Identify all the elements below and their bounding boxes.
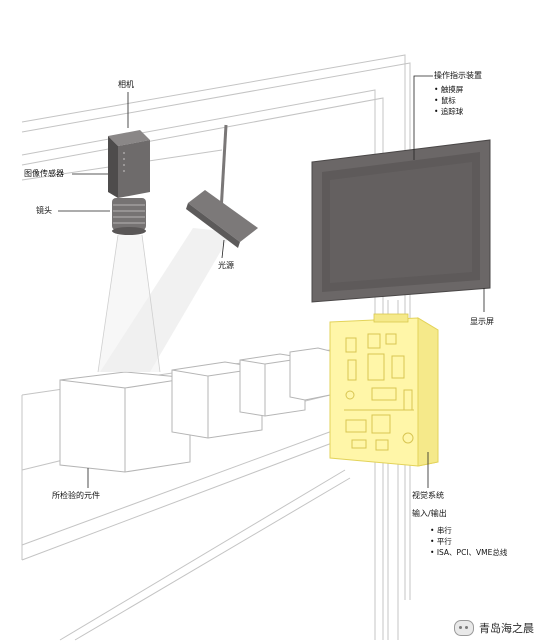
wechat-icon	[454, 620, 474, 636]
operator-items-list: 触摸屏 鼠标 追踪球	[434, 84, 464, 117]
operator-item: 鼠标	[434, 95, 463, 106]
vision-system-label: 视觉系统	[412, 491, 444, 500]
operator-item: 追踪球	[434, 106, 464, 117]
io-label: 输入/输出	[412, 509, 447, 518]
operator-item: 触摸屏	[434, 84, 464, 95]
io-item: 平行	[430, 536, 507, 547]
lens-label: 镜头	[36, 206, 52, 215]
camera-view-cone	[98, 235, 160, 372]
watermark-text: 青岛海之晨	[479, 622, 534, 635]
camera-label: 相机	[118, 80, 134, 89]
image-sensor-label: 图像传感器	[24, 169, 64, 178]
light-source	[186, 124, 258, 248]
inspected-parts	[59, 347, 331, 473]
watermark: 青岛海之晨	[454, 620, 534, 636]
vision-system-box	[329, 313, 439, 467]
lens	[112, 198, 146, 230]
inspected-part-label: 所检验的元件	[52, 491, 100, 500]
io-item: ISA、PCI、VME总线	[430, 547, 508, 558]
light-source-label: 光源	[218, 261, 234, 270]
operator-interface-label: 操作指示装置	[434, 71, 482, 80]
display-monitor	[311, 139, 491, 303]
io-item: 串行	[430, 525, 507, 536]
io-items-list: 串行 平行 ISA、PCI、VME总线	[430, 525, 508, 558]
display-label: 显示屏	[470, 317, 494, 326]
leader-lines	[58, 75, 485, 488]
camera	[108, 130, 150, 235]
